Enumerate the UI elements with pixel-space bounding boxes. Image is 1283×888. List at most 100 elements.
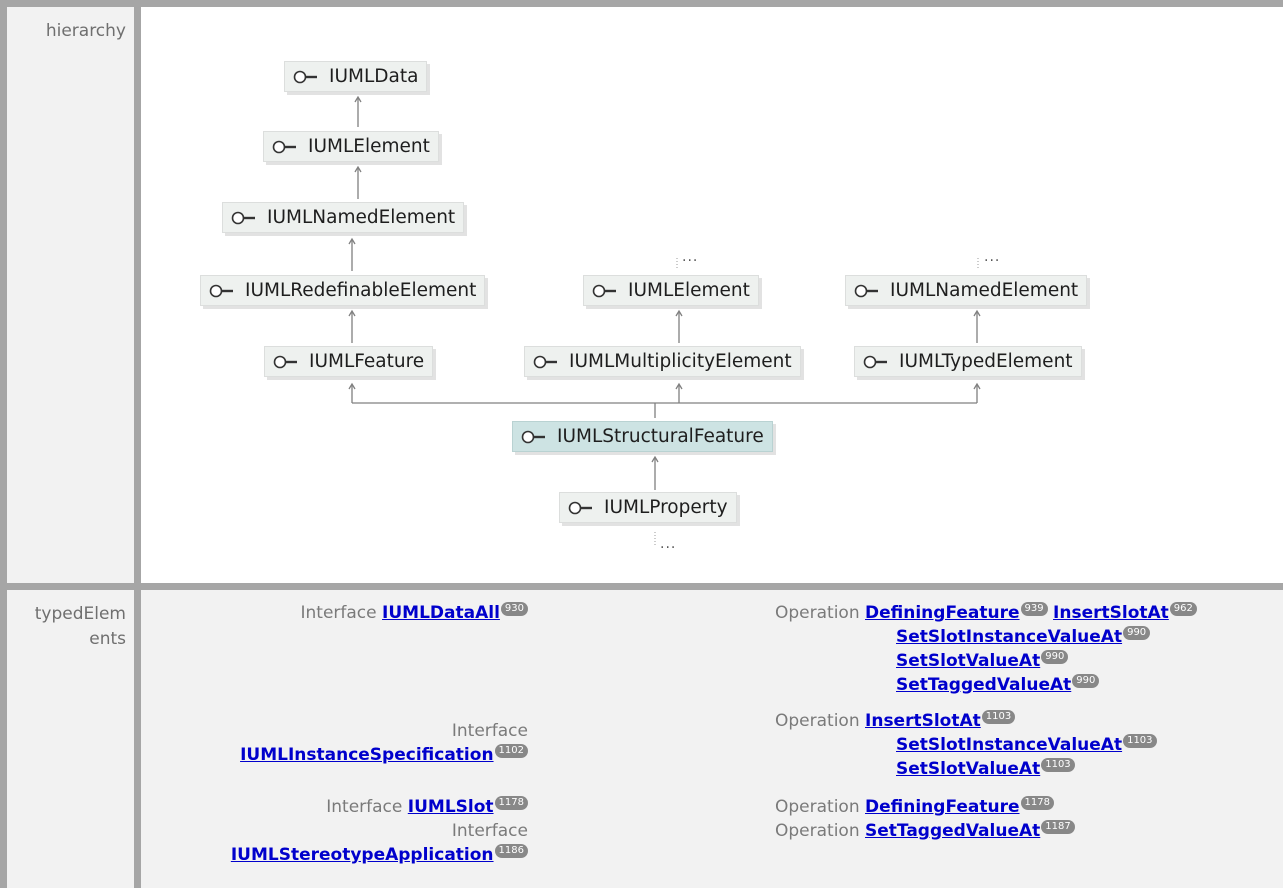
link-iumldataall[interactable]: IUMLDataAll: [382, 603, 500, 623]
link-setslotinstancevalueat[interactable]: SetSlotInstanceValueAt: [896, 627, 1123, 647]
kind-label: Interface: [451, 821, 528, 841]
kind-label: Interface: [451, 721, 528, 741]
node-label: IUMLStructuralFeature: [557, 426, 764, 447]
link-setslotvalueat[interactable]: SetSlotValueAt: [896, 759, 1041, 779]
page-badge: 1103: [1041, 758, 1075, 773]
node-label: IUMLData: [329, 66, 419, 87]
arrowhead-icon: [348, 382, 356, 390]
page-badge: 930: [500, 602, 528, 617]
page-badge: 1178: [1020, 796, 1054, 811]
node-label: IUMLFeature: [309, 351, 425, 372]
node-label: IUMLElement: [308, 136, 430, 157]
link-insertslotat[interactable]: InsertSlotAt: [1053, 603, 1169, 623]
typed-elements-label: typedElem ents: [35, 602, 126, 652]
kind-label: Operation: [775, 821, 860, 841]
node-iumlstructuralfeature[interactable]: IUMLStructuralFeature: [512, 421, 773, 452]
kind-label: Operation: [775, 797, 860, 817]
node-iumlredefinableelement[interactable]: IUMLRedefinableElement: [200, 275, 486, 306]
node-label: IUMLMultiplicityElement: [569, 351, 792, 372]
arrowhead-icon: [348, 309, 356, 317]
node-label: IUMLProperty: [604, 497, 728, 518]
node-label: IUMLNamedElement: [267, 207, 456, 228]
page-badge: 990: [1072, 674, 1100, 689]
link-definingfeature[interactable]: DefiningFeature: [865, 797, 1020, 817]
node-iumltypedelement[interactable]: IUMLTypedElement: [854, 346, 1082, 377]
link-settaggedvalueat[interactable]: SetTaggedValueAt: [865, 821, 1041, 841]
more-ellipsis-property[interactable]: ...: [660, 536, 677, 552]
more-ellipsis-element[interactable]: ...: [682, 249, 699, 265]
link-iumlslot[interactable]: IUMLSlot: [407, 797, 494, 817]
interface-icon: [533, 355, 557, 368]
node-iumlnamedelement[interactable]: IUMLNamedElement: [222, 202, 465, 233]
interface-icon: [854, 284, 878, 297]
arrowhead-icon: [651, 455, 659, 463]
page-badge: 1178: [494, 796, 528, 811]
arrowhead-icon: [354, 95, 362, 103]
arrowhead-icon: [348, 237, 356, 245]
hierarchy-label-cell: hierarchy: [7, 7, 134, 583]
more-ellipsis-named-element[interactable]: ...: [984, 249, 1001, 265]
node-label: IUMLNamedElement: [890, 280, 1079, 301]
link-setslotvalueat[interactable]: SetSlotValueAt: [896, 651, 1041, 671]
interface-icon: [592, 284, 616, 297]
kind-label: Operation: [775, 603, 860, 623]
page-badge: 1103: [981, 710, 1016, 725]
interface-icon: [272, 140, 296, 153]
typed-elements-label-line1: typedElem: [34, 604, 126, 624]
kind-label: Operation: [775, 711, 860, 731]
page-badge: 1103: [1123, 734, 1157, 749]
node-iumlelement[interactable]: IUMLElement: [263, 131, 439, 162]
kind-label: Interface: [300, 603, 377, 623]
link-insertslotat[interactable]: InsertSlotAt: [865, 711, 981, 731]
interface-icon: [568, 501, 592, 514]
arrowhead-icon: [675, 382, 683, 390]
interface-icon: [209, 284, 233, 297]
link-iumlinstancespecification[interactable]: IUMLInstanceSpecification: [240, 745, 494, 765]
node-label: IUMLElement: [628, 280, 750, 301]
interface-icon: [521, 430, 545, 443]
link-settaggedvalueat[interactable]: SetTaggedValueAt: [896, 675, 1072, 695]
link-definingfeature[interactable]: DefiningFeature: [865, 603, 1020, 623]
interface-icon: [863, 355, 887, 368]
node-iumlmultiplicityelement[interactable]: IUMLMultiplicityElement: [524, 346, 801, 377]
node-label: IUMLRedefinableElement: [245, 280, 477, 301]
node-iumlproperty[interactable]: IUMLProperty: [559, 492, 737, 523]
node-iumldata[interactable]: IUMLData: [284, 61, 428, 92]
typed-elements-label-cell: typedElem ents: [7, 590, 134, 888]
page-badge: 939: [1020, 602, 1048, 617]
arrowhead-icon: [973, 309, 981, 317]
node-iumlfeature[interactable]: IUMLFeature: [264, 346, 434, 377]
kind-label: Interface: [326, 797, 403, 817]
link-setslotinstancevalueat[interactable]: SetSlotInstanceValueAt: [896, 735, 1123, 755]
page-badge: 1102: [494, 744, 528, 759]
interface-icon: [273, 355, 297, 368]
page-badge: 1186: [494, 844, 528, 859]
node-label: IUMLTypedElement: [899, 351, 1073, 372]
typed-elements-label-line2: ents: [89, 629, 126, 649]
page-badge: 1187: [1041, 820, 1075, 835]
node-iumlnamedelement-right[interactable]: IUMLNamedElement: [845, 275, 1088, 306]
arrowhead-icon: [354, 165, 362, 173]
arrowhead-icon: [675, 309, 683, 317]
hierarchy-label: hierarchy: [45, 21, 126, 41]
page-badge: 990: [1123, 626, 1151, 641]
typed-elements-content-cell: [141, 590, 1283, 888]
page-badge: 962: [1169, 602, 1197, 617]
link-iumlstereotypeapplication[interactable]: IUMLStereotypeApplication: [230, 845, 494, 865]
interface-icon: [293, 70, 317, 83]
interface-icon: [231, 211, 255, 224]
node-iumlelement-right[interactable]: IUMLElement: [583, 275, 759, 306]
page-badge: 990: [1041, 650, 1069, 665]
